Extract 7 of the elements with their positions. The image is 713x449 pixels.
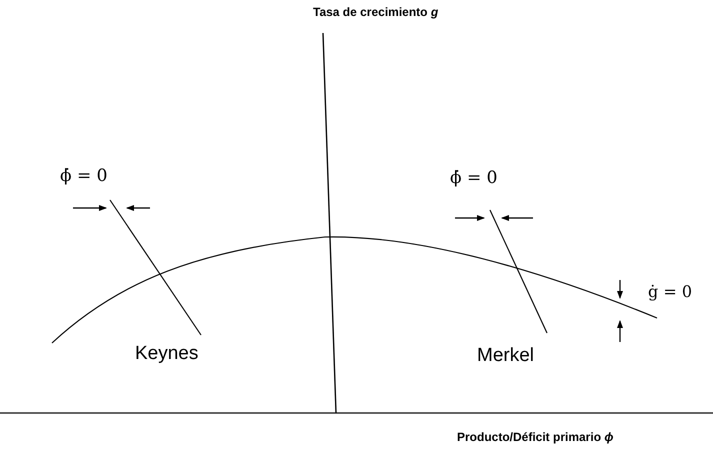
axis-title: Tasa de crecimiento g [313,5,438,19]
axis-title: Producto/Déficit primario ϕ [457,430,614,444]
curve-label: Merkel [477,345,534,367]
equation-label: ϕ̇ = 0 [450,168,498,188]
curve-label: Keynes [135,343,198,365]
equation-label: ġ = 0 [648,282,692,301]
equation-label: ϕ̇ = 0 [60,166,108,186]
